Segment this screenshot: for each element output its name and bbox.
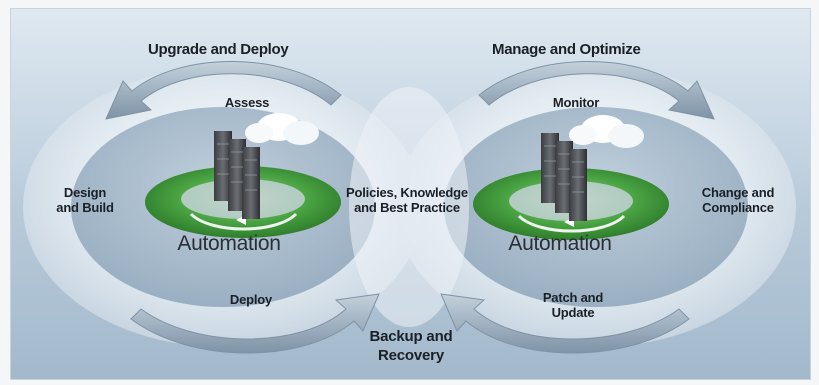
patch-line-2: Update	[551, 305, 595, 320]
cycle-arrow-icon	[130, 293, 380, 354]
change-line-1: Change and	[701, 185, 775, 200]
patch-update-label: Patch and Update	[542, 290, 604, 320]
policies-line-1: Policies, Knowledge	[346, 185, 468, 200]
design-build-line-2: and Build	[56, 200, 114, 215]
policies-label: Policies, Knowledge and Best Practice	[346, 185, 468, 215]
cycle-arrow-icon	[105, 61, 342, 120]
server-rack-cloud-icon	[473, 115, 669, 240]
deploy-label: Deploy	[229, 292, 273, 307]
cycle-arrow-icon	[440, 293, 690, 354]
change-line-2: Compliance	[702, 200, 774, 215]
diagram-frame: Upgrade and Deploy Manage and Optimize A…	[10, 8, 811, 380]
infinity-lifecycle-diagram	[23, 61, 796, 354]
cycle-arrow-icon	[478, 61, 715, 120]
backup-line-2: Recovery	[378, 347, 444, 364]
change-compliance-label: Change and Compliance	[701, 185, 775, 215]
automation-left-label: Automation	[177, 232, 281, 255]
backup-line-1: Backup and	[369, 328, 453, 345]
loop-crossing	[349, 87, 469, 327]
automation-right-label: Automation	[508, 232, 612, 255]
server-rack-cloud-icon	[145, 113, 341, 238]
policies-line-2: and Best Practice	[354, 200, 460, 215]
monitor-label: Monitor	[552, 95, 600, 110]
manage-optimize-heading: Manage and Optimize	[492, 41, 641, 58]
design-build-line-1: Design	[63, 185, 107, 200]
patch-line-1: Patch and	[542, 290, 604, 305]
backup-recovery-label: Backup and Recovery	[369, 327, 452, 365]
design-build-label: Design and Build	[56, 185, 114, 215]
assess-label: Assess	[224, 95, 270, 110]
upgrade-deploy-heading: Upgrade and Deploy	[148, 41, 289, 58]
